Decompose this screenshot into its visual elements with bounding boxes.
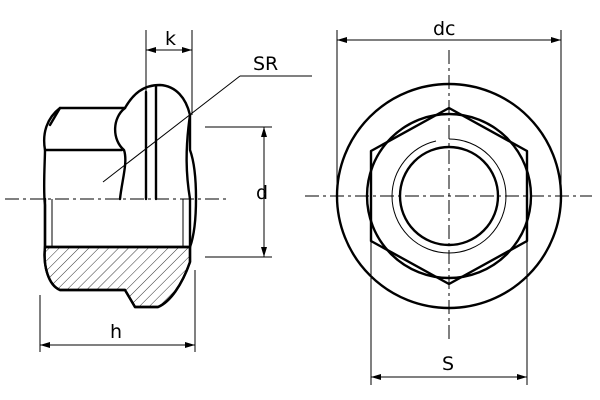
h-label: h [110, 321, 122, 343]
hex-chamfer-line [48, 106, 62, 127]
dimension-dc: dc [336, 18, 562, 196]
s-label: S [442, 353, 454, 375]
thread-arc [391, 138, 507, 254]
front-view: dc S [305, 18, 592, 385]
dimension-s: S [370, 241, 528, 385]
dimension-sr: SR [102, 53, 312, 183]
d-label: d [256, 182, 268, 204]
collar-cut-curve [113, 106, 127, 201]
k-label: k [165, 28, 176, 50]
sr-label: SR [253, 53, 278, 75]
dimension-d: d [205, 126, 272, 258]
thread-arc-gap [391, 140, 437, 197]
side-view: k SR d h [5, 28, 312, 352]
section-outline [43, 245, 192, 309]
bore-circle [398, 145, 500, 247]
dc-label: dc [433, 18, 456, 40]
dimension-k: k [145, 28, 193, 115]
section-hatching [44, 247, 190, 307]
hexagon-outline [369, 106, 529, 286]
chamfer-circle [365, 112, 533, 280]
collar-inner-curve [185, 113, 192, 201]
dimension-h: h [39, 270, 196, 352]
